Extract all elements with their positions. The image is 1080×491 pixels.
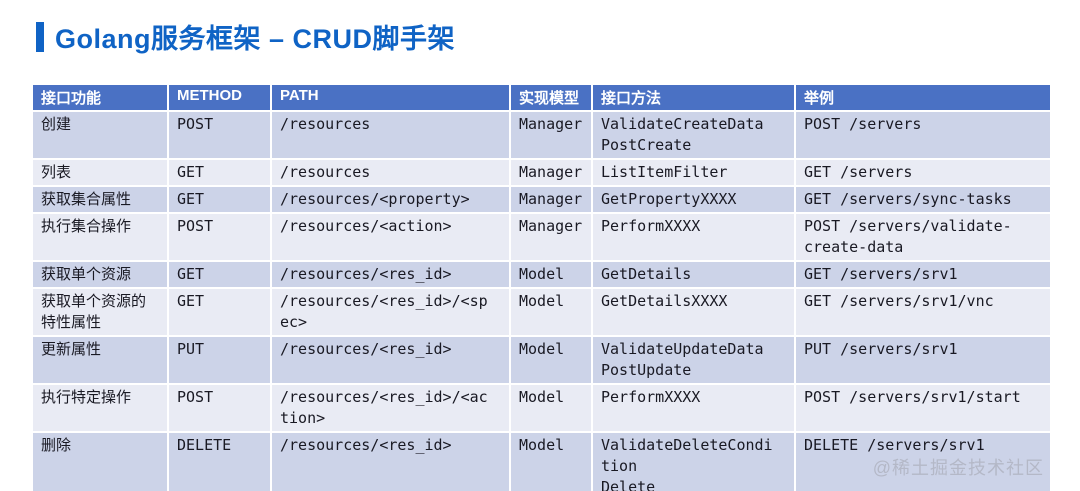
cell-example: POST /servers/validate- create-data — [795, 213, 1050, 262]
cell-example: POST /servers — [795, 111, 1050, 160]
cell-path: /resources/<res_id> — [271, 432, 511, 491]
table-row: 执行特定操作 POST /resources/<res_id>/<ac tion… — [33, 384, 1050, 433]
column-header-function: 接口功能 — [33, 85, 169, 112]
cell-method: GET — [168, 186, 272, 214]
table-row: 列表 GET /resources Manager ListItemFilter… — [33, 159, 1050, 187]
cell-interface-methods: GetDetails — [592, 261, 796, 289]
table-row: 执行集合操作 POST /resources/<action> Manager … — [33, 213, 1050, 262]
table-row: 更新属性 PUT /resources/<res_id> Model Valid… — [33, 336, 1050, 385]
cell-method: POST — [168, 384, 272, 433]
cell-method: PUT — [168, 336, 272, 385]
cell-interface-methods: PerformXXXX — [592, 384, 796, 433]
watermark: @稀土掘金技术社区 — [872, 458, 1044, 478]
cell-method: DELETE — [168, 432, 272, 491]
cell-method: POST — [168, 213, 272, 262]
cell-model: Manager — [510, 159, 593, 187]
table-row: 创建 POST /resources Manager ValidateCreat… — [33, 111, 1050, 160]
cell-method: POST — [168, 111, 272, 160]
page-title-block: Golang服务框架 – CRUD脚手架 — [36, 17, 455, 56]
column-header-model: 实现模型 — [510, 85, 593, 112]
cell-path: /resources/<res_id> — [271, 336, 511, 385]
cell-function: 执行特定操作 — [33, 384, 169, 433]
cell-example: GET /servers/srv1/vnc — [795, 288, 1050, 337]
cell-interface-methods: GetDetailsXXXX — [592, 288, 796, 337]
column-header-example: 举例 — [795, 85, 1050, 112]
table-row: 获取单个资源 GET /resources/<res_id> Model Get… — [33, 261, 1050, 289]
cell-interface-methods: PerformXXXX — [592, 213, 796, 262]
table-row: 获取集合属性 GET /resources/<property> Manager… — [33, 186, 1050, 214]
cell-example: DELETE /servers/srv1 — [795, 432, 1050, 491]
cell-example: POST /servers/srv1/start — [795, 384, 1050, 433]
cell-model: Model — [510, 261, 593, 289]
cell-method: GET — [168, 288, 272, 337]
cell-function: 更新属性 — [33, 336, 169, 385]
cell-model: Manager — [510, 186, 593, 214]
cell-interface-methods: ValidateUpdateData PostUpdate — [592, 336, 796, 385]
table-row: 获取单个资源的 特性属性 GET /resources/<res_id>/<sp… — [33, 288, 1050, 337]
column-header-method: METHOD — [168, 85, 272, 112]
cell-model: Model — [510, 432, 593, 491]
cell-function: 列表 — [33, 159, 169, 187]
cell-function: 删除 — [33, 432, 169, 491]
title-accent-bar — [36, 21, 44, 52]
cell-example: PUT /servers/srv1 — [795, 336, 1050, 385]
column-header-interface-methods: 接口方法 — [592, 85, 796, 112]
cell-interface-methods: ValidateCreateData PostCreate — [592, 111, 796, 160]
cell-path: /resources/<res_id>/<ac tion> — [271, 384, 511, 433]
cell-example: GET /servers/sync-tasks — [795, 186, 1050, 214]
cell-path: /resources/<property> — [271, 186, 511, 214]
column-header-path: PATH — [271, 85, 511, 112]
cell-interface-methods: GetPropertyXXXX — [592, 186, 796, 214]
cell-function: 获取单个资源的 特性属性 — [33, 288, 169, 337]
cell-function: 获取单个资源 — [33, 261, 169, 289]
cell-path: /resources/<action> — [271, 213, 511, 262]
cell-function: 执行集合操作 — [33, 213, 169, 262]
cell-model: Model — [510, 336, 593, 385]
cell-path: /resources — [271, 111, 511, 160]
cell-example: GET /servers — [795, 159, 1050, 187]
cell-method: GET — [168, 261, 272, 289]
cell-interface-methods: ListItemFilter — [592, 159, 796, 187]
cell-path: /resources/<res_id>/<sp ec> — [271, 288, 511, 337]
cell-model: Model — [510, 384, 593, 433]
cell-example: GET /servers/srv1 — [795, 261, 1050, 289]
cell-function: 创建 — [33, 111, 169, 160]
cell-model: Manager — [510, 111, 593, 160]
cell-method: GET — [168, 159, 272, 187]
cell-interface-methods: ValidateDeleteCondi tion Delete — [592, 432, 796, 491]
cell-model: Manager — [510, 213, 593, 262]
table-header-row: 接口功能 METHOD PATH 实现模型 接口方法 举例 — [33, 85, 1050, 112]
cell-model: Model — [510, 288, 593, 337]
cell-path: /resources/<res_id> — [271, 261, 511, 289]
table-row: 删除 DELETE /resources/<res_id> Model Vali… — [33, 432, 1050, 491]
crud-api-table: 接口功能 METHOD PATH 实现模型 接口方法 举例 创建 POST /r… — [33, 85, 1050, 491]
cell-function: 获取集合属性 — [33, 186, 169, 214]
cell-path: /resources — [271, 159, 511, 187]
page-title: Golang服务框架 – CRUD脚手架 — [55, 24, 456, 54]
